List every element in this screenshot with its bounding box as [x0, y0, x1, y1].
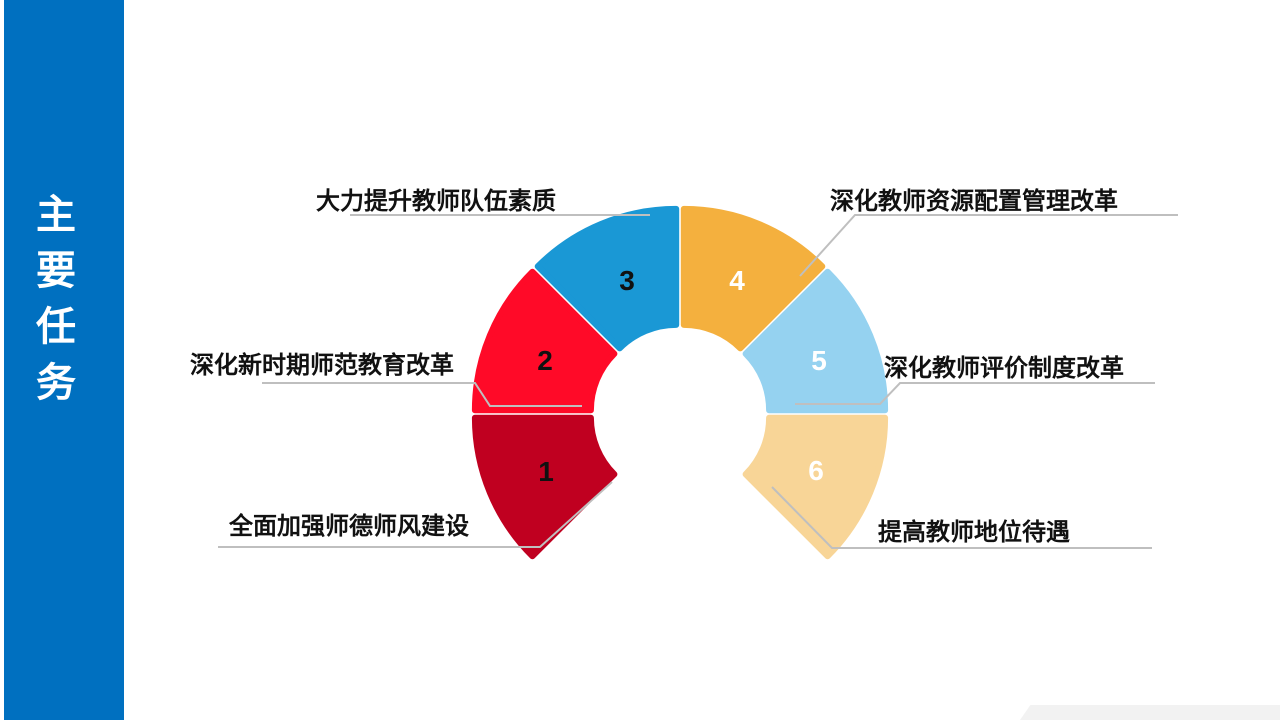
segment-label-1: 全面加强师德师风建设 [229, 512, 469, 540]
segment-number-2: 2 [537, 345, 553, 376]
sidebar-edge [0, 0, 4, 720]
sidebar: 主要任务 [0, 0, 124, 720]
leader-line-4 [799, 214, 1178, 277]
segment-label-3: 大力提升教师队伍素质 [316, 187, 556, 215]
segment-5 [742, 268, 889, 414]
segment-3 [534, 205, 680, 352]
segment-2 [471, 268, 618, 414]
segment-1 [471, 414, 618, 560]
segment-number-5: 5 [811, 345, 827, 376]
segment-label-6: 提高教师地位待遇 [878, 518, 1070, 546]
segment-label-5: 深化教师评价制度改革 [884, 354, 1124, 382]
leader-line-1 [218, 481, 613, 548]
leader-line-5 [795, 382, 1155, 405]
segment-label-2: 深化新时期师范教育改革 [190, 351, 454, 379]
segment-number-6: 6 [808, 455, 824, 486]
slide-title: 主要任务 [29, 193, 76, 417]
segment-number-3: 3 [619, 265, 635, 296]
segment-label-4: 深化教师资源配置管理改革 [830, 187, 1118, 215]
leader-line-6 [771, 486, 1152, 549]
segment-6 [742, 414, 889, 560]
corner-decoration [1020, 705, 1280, 720]
segment-4 [680, 205, 826, 352]
segment-number-4: 4 [729, 265, 745, 296]
segment-number-1: 1 [538, 456, 554, 487]
leader-line-2 [262, 382, 582, 407]
